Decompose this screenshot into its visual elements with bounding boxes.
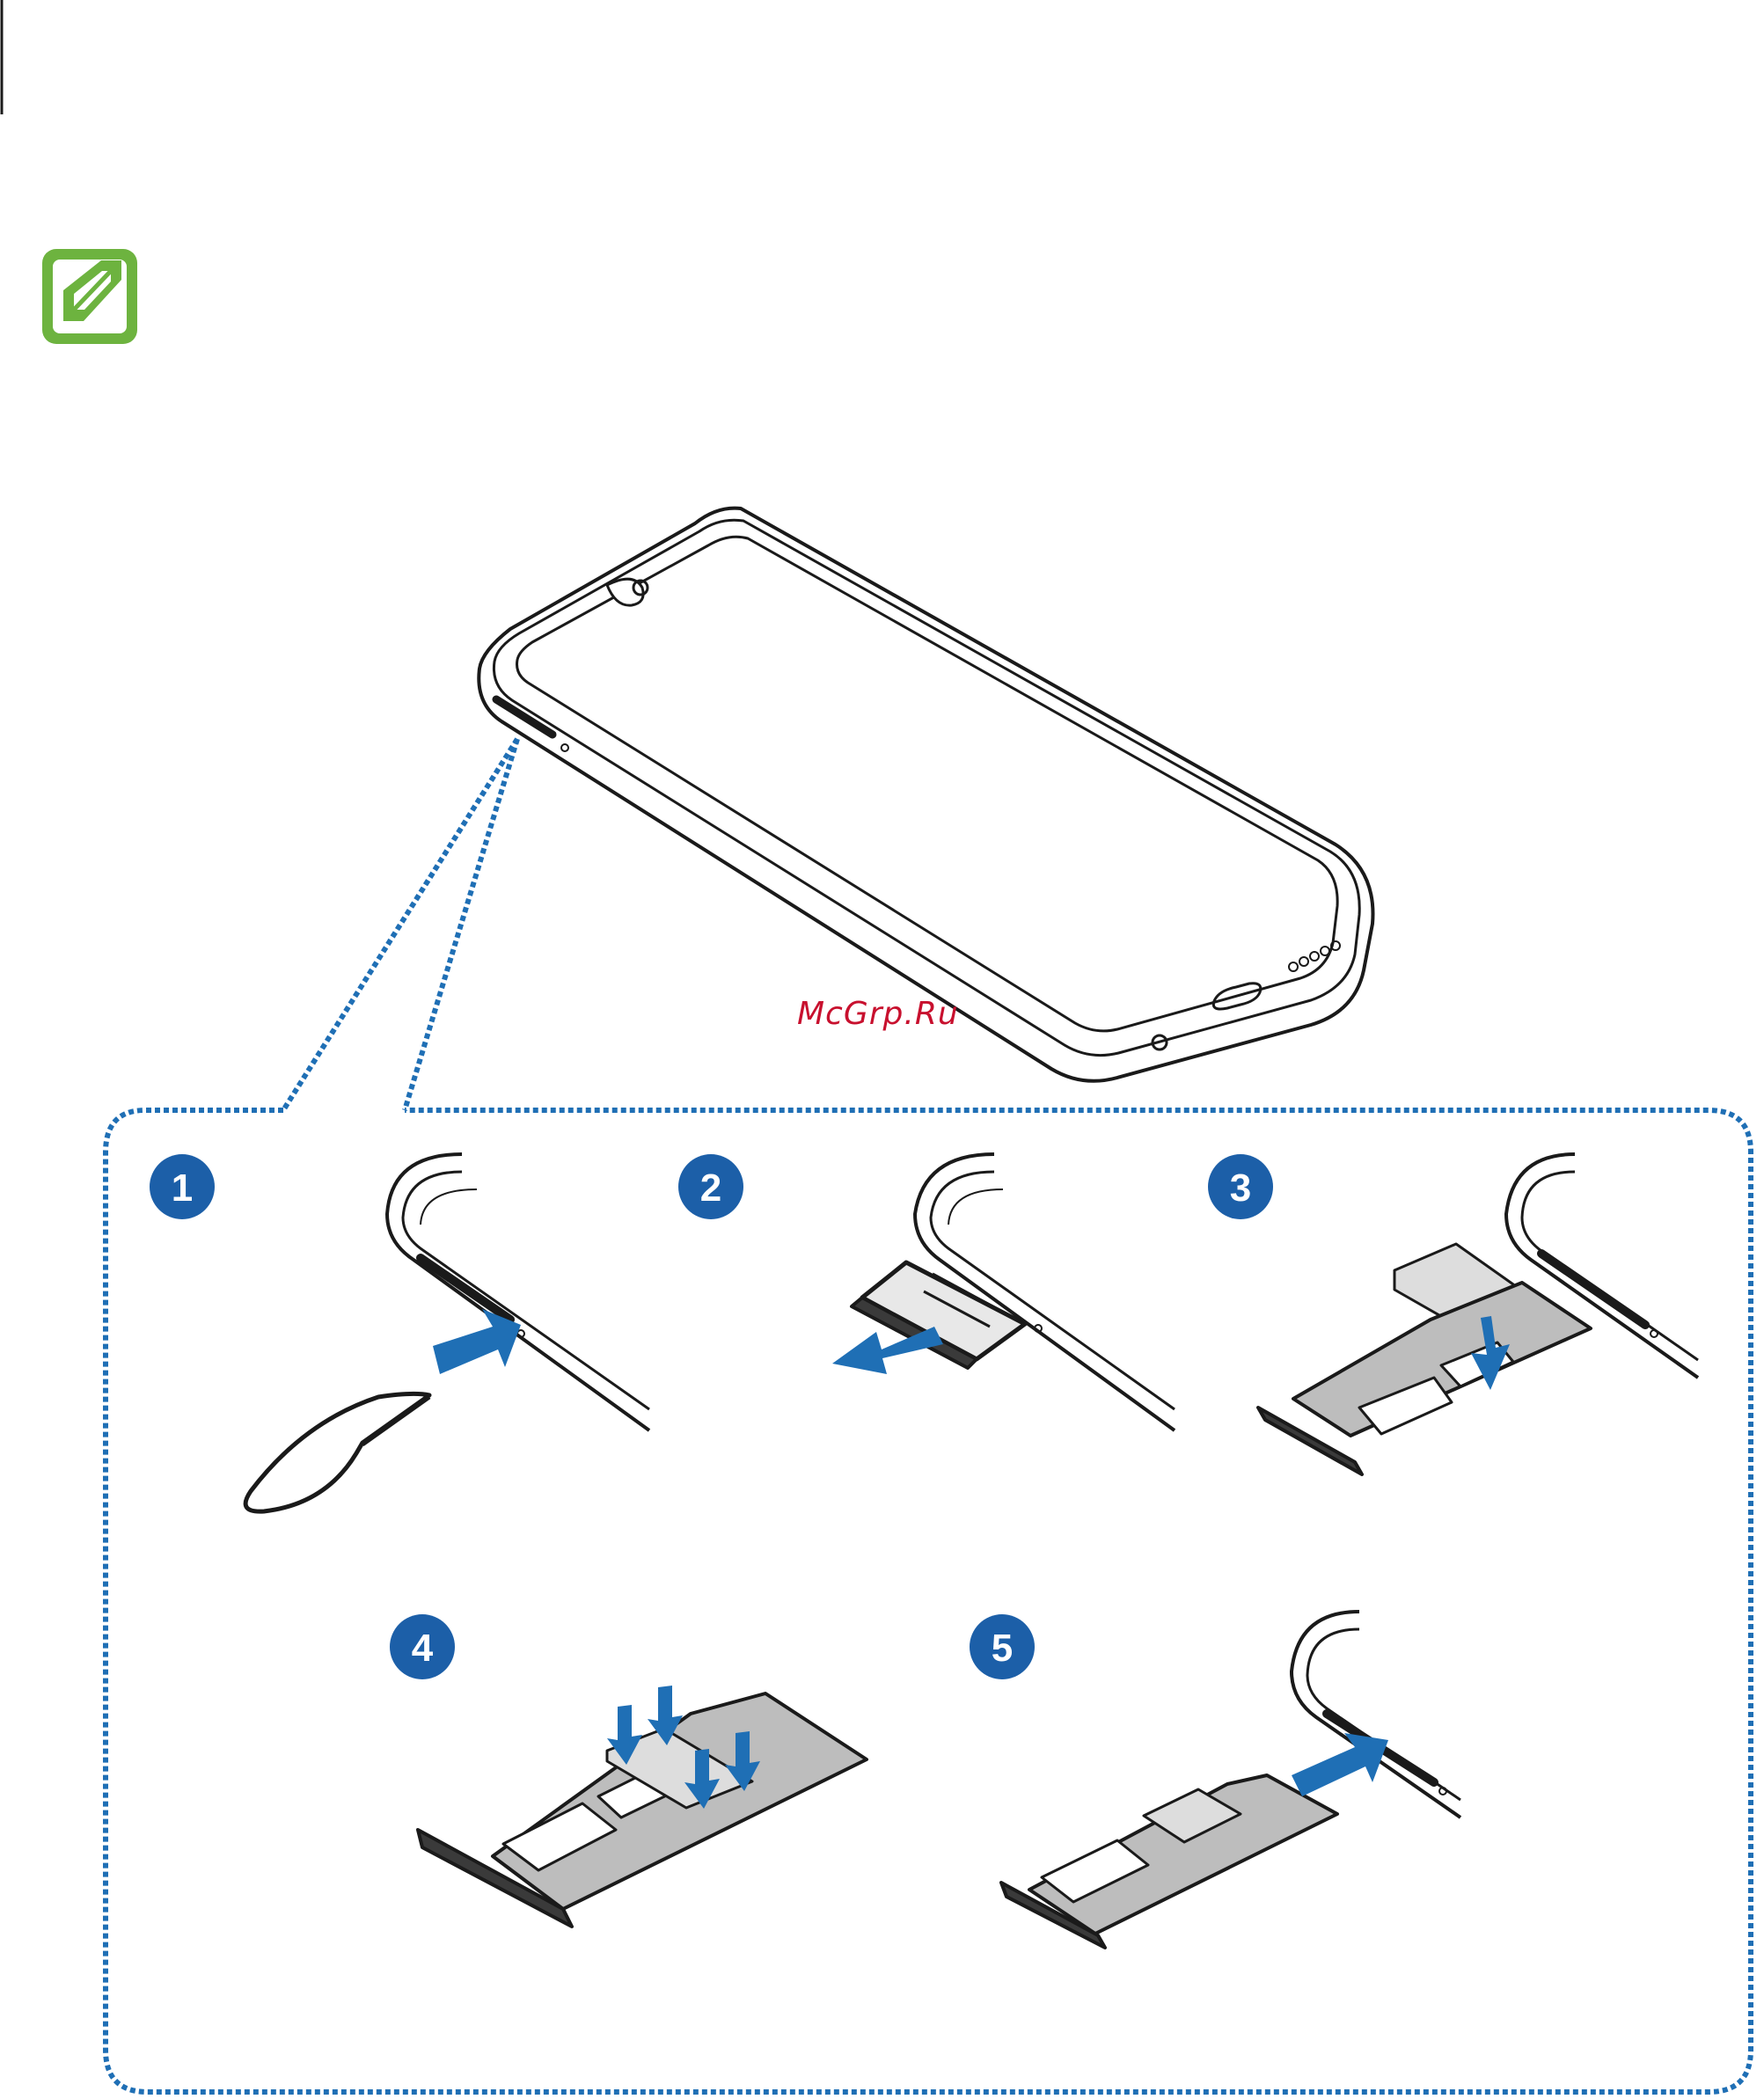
note-pencil-icon [42, 249, 137, 344]
step-4-illustration [418, 1693, 867, 1927]
step-badge-4: 4 [390, 1614, 455, 1679]
step-5-insert-arrow [1292, 1733, 1388, 1796]
step-1-illustration [245, 1154, 649, 1511]
step-5-illustration [1001, 1612, 1460, 1948]
callout-leaders [283, 739, 517, 1110]
step-2-pull-arrow [832, 1327, 943, 1374]
svg-text:2: 2 [700, 1167, 721, 1210]
svg-text:4: 4 [412, 1627, 434, 1670]
step-3-illustration [1258, 1154, 1698, 1474]
step-2-illustration [852, 1154, 1175, 1430]
watermark-text: McGrp.Ru [797, 996, 959, 1032]
svg-text:5: 5 [992, 1627, 1013, 1670]
svg-text:1: 1 [172, 1167, 193, 1210]
step-badge-1: 1 [150, 1154, 215, 1219]
step-badge-3: 3 [1208, 1154, 1273, 1219]
step-badge-5: 5 [970, 1614, 1035, 1679]
svg-text:3: 3 [1230, 1167, 1251, 1210]
steps-callout-frame [106, 1110, 1751, 2092]
step-badge-2: 2 [678, 1154, 743, 1219]
